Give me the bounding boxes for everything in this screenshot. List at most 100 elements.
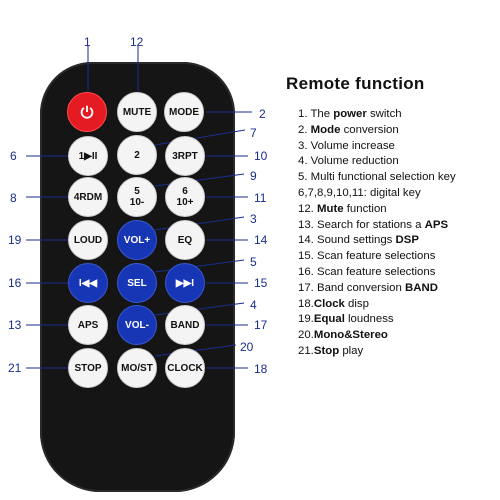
function-keyword: Equal (313, 313, 345, 326)
page-title: Remote function (286, 74, 425, 93)
function-text: 15. Scan feature selections (298, 250, 436, 263)
function-keyword: power (333, 108, 367, 120)
callout-number-19: 19 (8, 233, 22, 247)
next-button[interactable]: ▶▶I (165, 263, 205, 303)
callout-number-3: 3 (250, 212, 257, 226)
power-button[interactable] (67, 92, 107, 132)
callout-number-16: 16 (8, 276, 22, 290)
clock-button-label: CLOCK (167, 362, 203, 374)
function-text: 6,7,8,9,10,11: digital key (298, 186, 421, 199)
play-button-label: 1▶II (78, 150, 98, 162)
function-text: 4. Volume reduction (298, 155, 399, 168)
stop-button-label: STOP (74, 362, 102, 374)
voldn-button[interactable]: VOL- (117, 305, 157, 345)
most-button[interactable]: MO/ST (117, 348, 157, 388)
callout-number-13: 13 (8, 318, 22, 332)
callout-number-4: 4 (250, 298, 257, 312)
rpt-button[interactable]: 3RPT (165, 136, 205, 176)
function-text-suffix: conversion (340, 123, 399, 136)
function-text: 3. Volume increase (298, 139, 395, 152)
function-text: 19. (298, 313, 314, 326)
function-text: 18. (298, 297, 314, 310)
function-text: 12. (298, 202, 317, 215)
volup-button-label: VOL+ (123, 234, 151, 246)
eq-button-label: EQ (177, 234, 193, 246)
function-item: 5. Multi functional selection key (298, 170, 498, 186)
mode-button-label: MODE (169, 106, 199, 118)
function-keyword: BAND (405, 281, 438, 294)
most-button-label: MO/ST (121, 362, 153, 374)
function-item: 6,7,8,9,10,11: digital key (298, 186, 498, 202)
callout-number-1: 1 (84, 35, 91, 49)
function-text-suffix: function (343, 202, 387, 215)
function-text-suffix: disp (344, 297, 369, 310)
function-text-suffix: play (339, 344, 364, 357)
function-text: 21. (298, 344, 314, 357)
function-keyword: Mono&Stereo (313, 329, 388, 342)
callout-number-15: 15 (254, 276, 268, 290)
loud-button-label: LOUD (73, 234, 103, 246)
k5-button-label: 5 10- (129, 186, 145, 208)
function-item: 20.Mono&Stereo (298, 328, 498, 344)
function-text: 20. (298, 329, 314, 342)
function-text: 5. Multi functional selection key (298, 171, 456, 184)
rdm-button[interactable]: 4RDM (68, 177, 108, 217)
callout-number-9: 9 (250, 169, 257, 183)
function-text: 2. (298, 123, 311, 136)
callout-number-5: 5 (250, 255, 257, 269)
callout-number-2: 2 (259, 107, 266, 121)
callout-number-6: 6 (10, 149, 17, 163)
function-text: 1. The (298, 108, 334, 120)
function-text-suffix: loudness (344, 313, 394, 326)
function-item: 1. The power switch (298, 107, 498, 123)
k6-button[interactable]: 6 10+ (165, 177, 205, 217)
rdm-button-label: 4RDM (73, 191, 103, 203)
callout-number-12: 12 (130, 35, 144, 49)
callout-number-8: 8 (10, 191, 17, 205)
mute-button-label: MUTE (122, 106, 152, 118)
prev-button[interactable]: I◀◀ (68, 263, 108, 303)
stop-button[interactable]: STOP (68, 348, 108, 388)
callout-number-18: 18 (254, 362, 268, 376)
callout-number-21: 21 (8, 361, 22, 375)
callout-number-14: 14 (254, 233, 268, 247)
function-text-suffix: switch (366, 108, 402, 120)
function-item: 2. Mode conversion (298, 123, 498, 139)
function-item: 12. Mute function (298, 202, 498, 218)
callout-number-11: 11 (254, 191, 267, 205)
loud-button[interactable]: LOUD (68, 220, 108, 260)
function-item: 21.Stop play (298, 344, 498, 360)
prev-button-label: I◀◀ (78, 277, 98, 289)
volup-button[interactable]: VOL+ (117, 220, 157, 260)
function-item: 15. Scan feature selections (298, 249, 498, 265)
function-text: 13. Search for stations a (298, 218, 425, 231)
rpt-button-label: 3RPT (172, 150, 198, 162)
k2-button[interactable]: 2 (117, 135, 157, 175)
mode-button[interactable]: MODE (164, 92, 204, 132)
band-button[interactable]: BAND (165, 305, 205, 345)
power-icon (80, 105, 94, 119)
function-keyword: DSP (395, 234, 419, 247)
aps-button[interactable]: APS (68, 305, 108, 345)
function-item: 19.Equal loudness (298, 312, 498, 328)
function-keyword: Stop (313, 344, 340, 357)
callout-number-17: 17 (254, 318, 268, 332)
function-text: 17. Band conversion (298, 281, 406, 294)
function-item: 14. Sound settings DSP (298, 233, 498, 249)
k5-button[interactable]: 5 10- (117, 177, 157, 217)
k2-button-label: 2 (134, 149, 140, 161)
function-keyword: Mute (317, 202, 344, 215)
aps-button-label: APS (77, 319, 99, 331)
mute-button[interactable]: MUTE (117, 92, 157, 132)
clock-button[interactable]: CLOCK (165, 348, 205, 388)
play-button[interactable]: 1▶II (68, 136, 108, 176)
sel-button-label: SEL (127, 277, 147, 289)
sel-button[interactable]: SEL (117, 263, 157, 303)
function-item: 16. Scan feature selections (298, 265, 498, 281)
eq-button[interactable]: EQ (165, 220, 205, 260)
callout-number-20: 20 (240, 340, 254, 354)
callout-number-10: 10 (254, 149, 268, 163)
function-item: 4. Volume reduction (298, 154, 498, 170)
